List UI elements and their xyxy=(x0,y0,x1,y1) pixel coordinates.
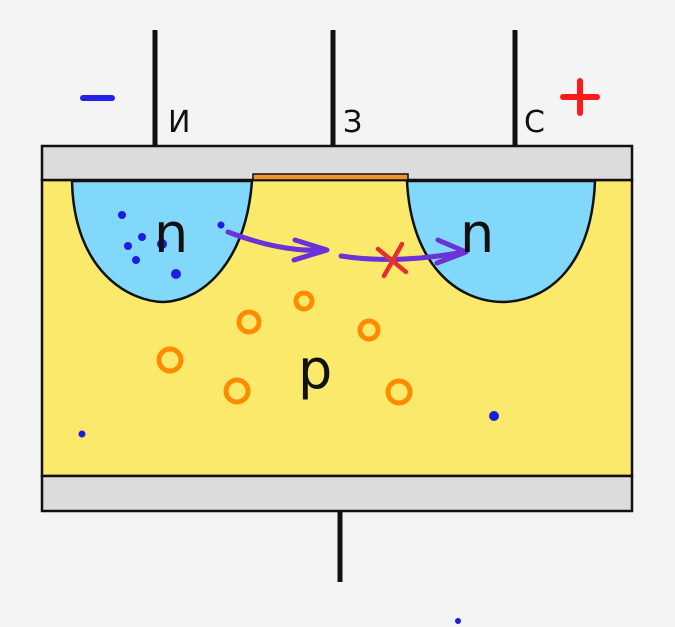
drain-n-region xyxy=(405,179,597,304)
source-n-label: n xyxy=(154,202,188,265)
gate-label: З xyxy=(343,105,362,140)
source-label: И xyxy=(168,105,190,140)
substrate-p-label: p xyxy=(298,338,332,401)
electron-flow-arrow xyxy=(225,229,469,266)
drain-label: С xyxy=(524,105,545,140)
electrons xyxy=(78,211,499,624)
holes xyxy=(156,290,413,406)
drain-n-label: n xyxy=(460,202,494,265)
blocked-cross-icon xyxy=(375,241,409,279)
bottom-contact-layer xyxy=(40,474,634,513)
gate-electrode xyxy=(252,173,409,181)
plus-sign xyxy=(560,78,600,116)
